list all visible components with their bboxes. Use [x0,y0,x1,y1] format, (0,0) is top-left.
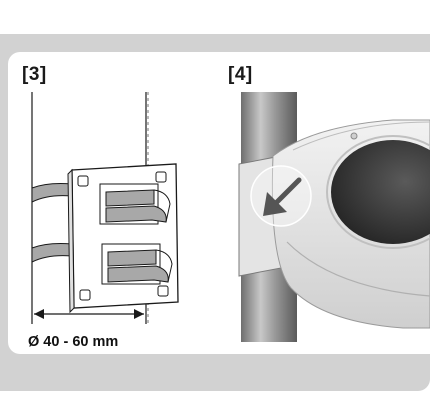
step-4-label: [4] [228,64,253,85]
arrow-down-left-icon [263,177,302,216]
instruction-card: [3] [4] [8,52,430,354]
pole-bracket-illustration [31,92,179,324]
instruction-panel: [3] [4] [0,34,430,391]
mounted-housing-illustration [238,92,430,342]
step-3-label: [3] [22,64,47,85]
pole-diameter-label: Ø 40 - 60 mm [28,334,119,350]
